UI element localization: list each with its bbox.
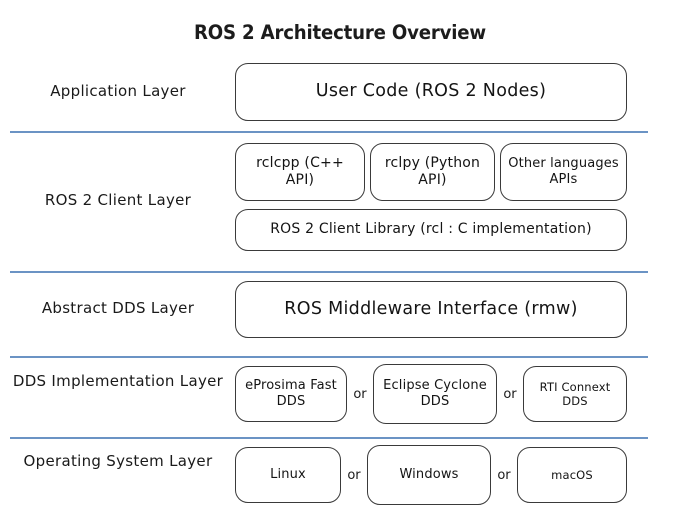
box-cyclonedds[interactable]: Eclipse Cyclone DDS: [373, 364, 497, 424]
divider-application-client: [10, 131, 648, 133]
box-rclcpp[interactable]: rclcpp (C++ API): [235, 143, 365, 201]
or-separator-dds-2: or: [503, 386, 517, 402]
box-windows[interactable]: Windows: [367, 445, 491, 505]
box-user-code[interactable]: User Code (ROS 2 Nodes): [235, 63, 627, 121]
divider-implementation-os: [10, 437, 648, 439]
box-macos[interactable]: macOS: [517, 447, 627, 503]
layer-label-client: ROS 2 Client Layer: [44, 191, 192, 209]
box-fastdds[interactable]: eProsima Fast DDS: [235, 366, 347, 422]
divider-client-abstract: [10, 271, 648, 273]
layer-label-application: Application Layer: [50, 82, 186, 100]
page-title: ROS 2 Architecture Overview: [194, 21, 486, 44]
layer-label-dds-implementation: DDS Implementation Layer: [12, 372, 224, 390]
layer-label-operating-system: Operating System Layer: [23, 452, 213, 470]
box-other-languages[interactable]: Other languages APIs: [500, 143, 627, 201]
box-linux[interactable]: Linux: [235, 447, 341, 503]
box-connext[interactable]: RTI Connext DDS: [523, 366, 627, 422]
or-separator-dds-1: or: [353, 386, 367, 402]
box-rcl[interactable]: ROS 2 Client Library (rcl : C implementa…: [235, 209, 627, 251]
or-separator-os-2: or: [497, 467, 511, 483]
or-separator-os-1: or: [347, 467, 361, 483]
box-rclpy[interactable]: rclpy (Python API): [370, 143, 495, 201]
divider-abstract-implementation: [10, 356, 648, 358]
box-rmw[interactable]: ROS Middleware Interface (rmw): [235, 281, 627, 338]
layer-label-abstract-dds: Abstract DDS Layer: [41, 299, 195, 317]
